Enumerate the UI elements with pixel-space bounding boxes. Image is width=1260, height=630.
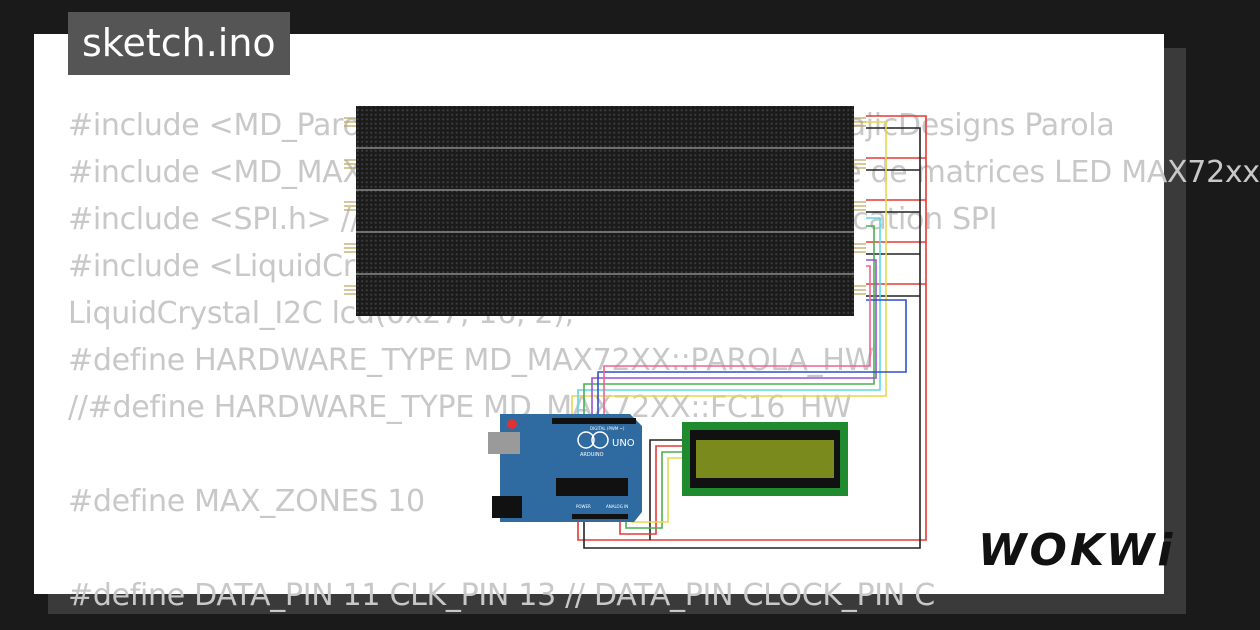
matrix-row-1 [356, 106, 854, 148]
led-matrix [344, 106, 866, 316]
code-line: #define DATA_PIN 11 CLK_PIN 13 // DATA_P… [68, 578, 935, 613]
lcd-screen [696, 440, 834, 478]
wire-blue [597, 299, 907, 422]
lcd-display [682, 422, 848, 496]
uno-digital-label: DIGITAL (PWM ~) [590, 426, 625, 431]
wire-purple [591, 259, 877, 422]
code-line: #define MAX_ZONES 10 [68, 484, 425, 519]
wokwi-logo: WOKWi [978, 525, 1176, 576]
file-title: sketch.ino [68, 12, 290, 75]
wire-red-bus [577, 115, 927, 541]
usb-port [488, 432, 520, 454]
matrix-row-5 [356, 274, 854, 316]
matrix-row-2 [356, 148, 854, 190]
arduino-uno: UNO ARDUINO DIGITAL (PWM ~) POWER ANALOG… [488, 414, 642, 522]
uno-model-label: UNO [612, 438, 635, 449]
power-jack [492, 496, 522, 518]
matrix-row-4 [356, 232, 854, 274]
wire-black-bus [583, 127, 921, 549]
wire-yellow [571, 121, 887, 422]
matrix-row-3 [356, 190, 854, 232]
uno-analog-label: ANALOG IN [606, 504, 628, 509]
wire-cyan [577, 217, 881, 422]
circuit-diagram: UNO ARDUINO DIGITAL (PWM ~) POWER ANALOG… [344, 106, 927, 549]
uno-power-label: POWER [576, 504, 591, 509]
wires [571, 115, 927, 549]
uno-brand-label: ARDUINO [580, 452, 604, 458]
